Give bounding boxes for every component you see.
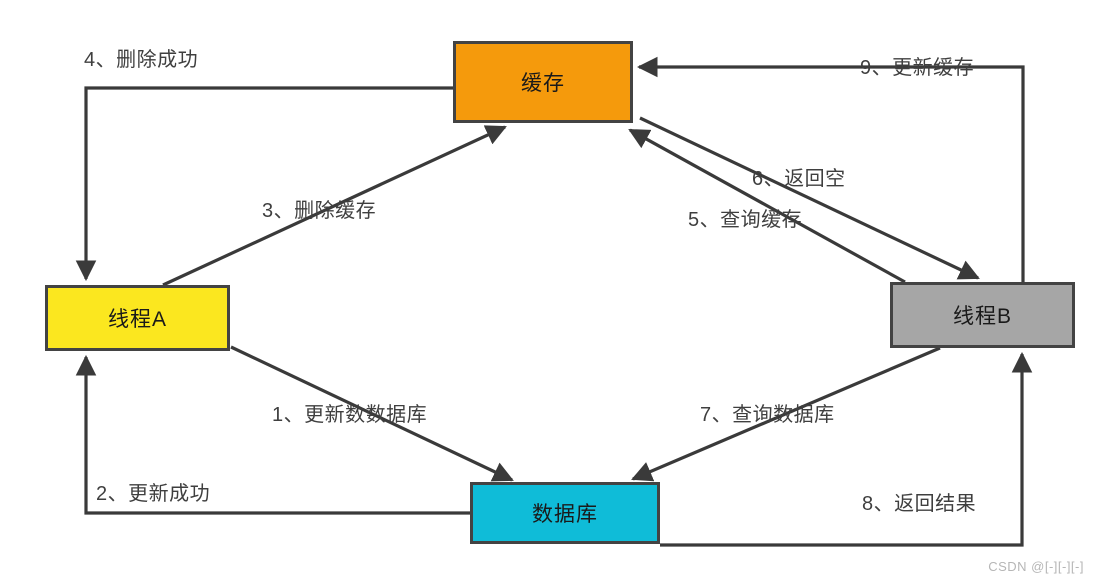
edge-path-1 (230, 345, 514, 482)
node-database-label: 数据库 (532, 503, 598, 526)
node-thread-a-label: 线程A (107, 308, 167, 331)
node-thread-b[interactable]: 线程B (890, 282, 1075, 348)
edge-label-5: 5、查询缓存 (688, 209, 803, 231)
edge-path-2 (75, 354, 470, 515)
node-thread-a[interactable]: 线程A (45, 285, 230, 351)
edge-label-8: 8、返回结果 (862, 493, 977, 515)
edge-path-9 (636, 56, 1075, 302)
edge-label-6: 6、返回空 (752, 168, 846, 190)
edge-label-4: 4、删除成功 (84, 49, 199, 71)
edge-path-3 (162, 125, 507, 287)
csdn-watermark: CSDN @[-][-][-] (988, 559, 1084, 574)
edge-label-1: 1、更新数数据库 (272, 404, 428, 426)
node-cache-label: 缓存 (521, 72, 565, 95)
edge-path-6 (639, 116, 980, 280)
edge-label-3: 3、删除缓存 (262, 200, 377, 222)
node-database[interactable]: 数据库 (470, 482, 660, 544)
edge-label-2: 2、更新成功 (96, 483, 211, 505)
edge-label-9: 9、更新缓存 (860, 57, 975, 79)
node-thread-b-label: 线程B (952, 305, 1012, 328)
edge-path-8 (660, 351, 1033, 547)
edge-path-7 (631, 346, 941, 482)
node-cache[interactable]: 缓存 (453, 41, 633, 123)
edge-path-5 (628, 128, 906, 284)
edge-label-7: 7、查询数据库 (700, 404, 835, 426)
edge-path-4 (75, 86, 453, 282)
